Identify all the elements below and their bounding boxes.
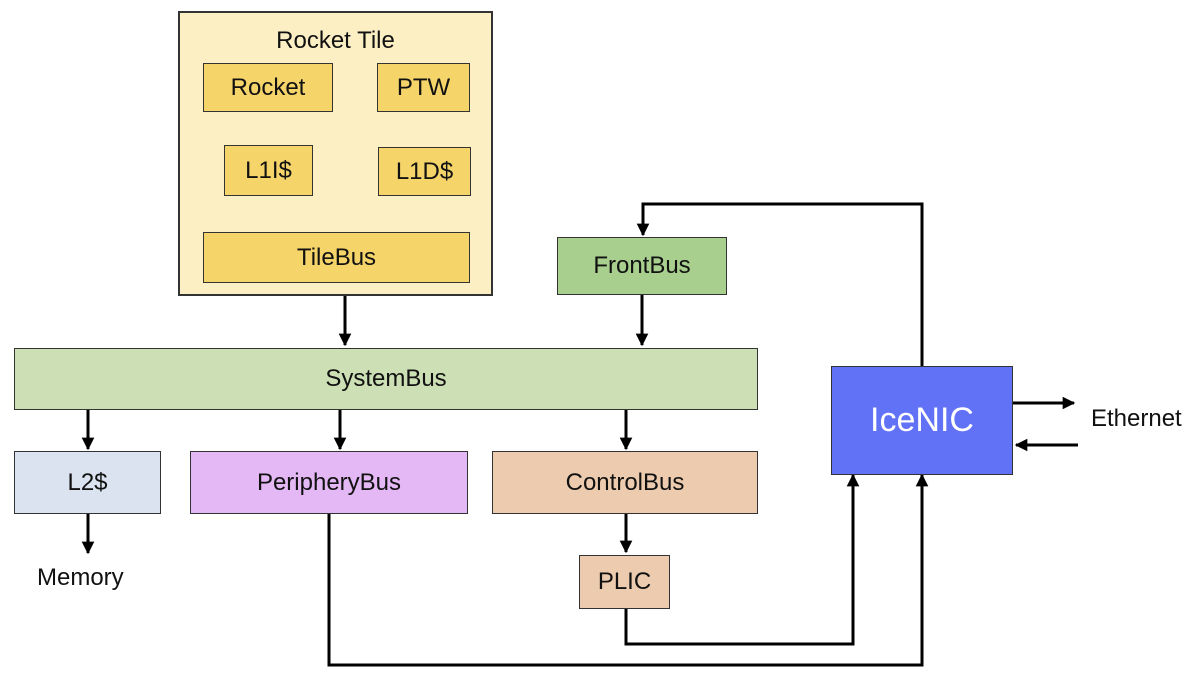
memory-label: Memory	[37, 564, 124, 591]
edge-plic-icenic	[624, 473, 860, 646]
plic-block: PLIC	[579, 555, 670, 609]
controlbus-block: ControlBus	[492, 451, 758, 514]
l2-cache-block: L2$	[14, 451, 161, 514]
tilebus-block: TileBus	[203, 232, 470, 283]
edge-peripherybus-icenic	[327, 473, 929, 667]
peripherybus-block: PeripheryBus	[190, 451, 468, 514]
ptw-block: PTW	[377, 63, 470, 112]
ethernet-label: Ethernet	[1091, 405, 1182, 432]
icenic-block: IceNIC	[831, 366, 1013, 475]
frontbus-block: FrontBus	[557, 237, 727, 295]
rocket-tile-title: Rocket Tile	[276, 27, 395, 54]
systembus-block: SystemBus	[14, 348, 758, 410]
rocket-block: Rocket	[203, 63, 333, 112]
l1d-cache-block: L1D$	[378, 147, 471, 196]
l1i-cache-block: L1I$	[224, 145, 313, 196]
edge-icenic-frontbus	[636, 202, 924, 366]
